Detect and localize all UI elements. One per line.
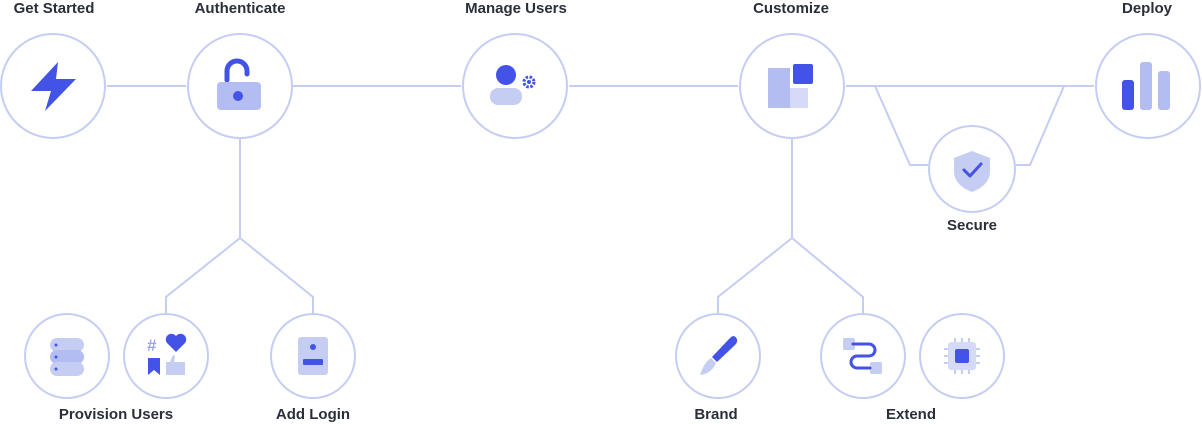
layout-blocks-icon (768, 64, 813, 108)
provision-users-social-node[interactable]: # (123, 313, 209, 399)
secure-label: Secure (946, 217, 998, 234)
authenticate-node[interactable] (187, 33, 293, 139)
extend-connector-node[interactable] (820, 313, 906, 399)
customize-node[interactable] (739, 33, 845, 139)
add-login-label: Add Login (275, 406, 351, 423)
svg-text:#: # (147, 336, 157, 355)
extend-chip-node[interactable] (919, 313, 1005, 399)
extend-label: Extend (885, 406, 937, 423)
database-icon (50, 338, 84, 376)
get-started-label: Get Started (13, 0, 95, 17)
paintbrush-icon (700, 336, 738, 375)
provision-users-database-node[interactable] (24, 313, 110, 399)
chip-icon (944, 338, 980, 374)
id-badge-icon (298, 337, 328, 375)
brand-label: Brand (694, 406, 738, 423)
secure-node[interactable] (928, 125, 1016, 213)
customize-label: Customize (753, 0, 829, 17)
manage-users-node[interactable] (462, 33, 568, 139)
social-icons-icon: # (147, 333, 187, 375)
brand-node[interactable] (675, 313, 761, 399)
lightning-bolt-icon (31, 62, 76, 111)
deploy-node[interactable] (1095, 33, 1201, 139)
unlocked-padlock-icon (217, 58, 261, 110)
get-started-node[interactable] (0, 33, 106, 139)
bar-chart-icon (1122, 62, 1170, 110)
deploy-label: Deploy (1121, 0, 1173, 17)
manage-users-label: Manage Users (465, 0, 567, 17)
shield-check-icon (954, 151, 990, 192)
provision-users-label: Provision Users (58, 406, 174, 423)
connector-lines (107, 85, 1094, 331)
add-login-node[interactable] (270, 313, 356, 399)
user-settings-icon (490, 65, 536, 105)
connector-blocks-icon (843, 338, 882, 374)
authenticate-label: Authenticate (194, 0, 286, 17)
